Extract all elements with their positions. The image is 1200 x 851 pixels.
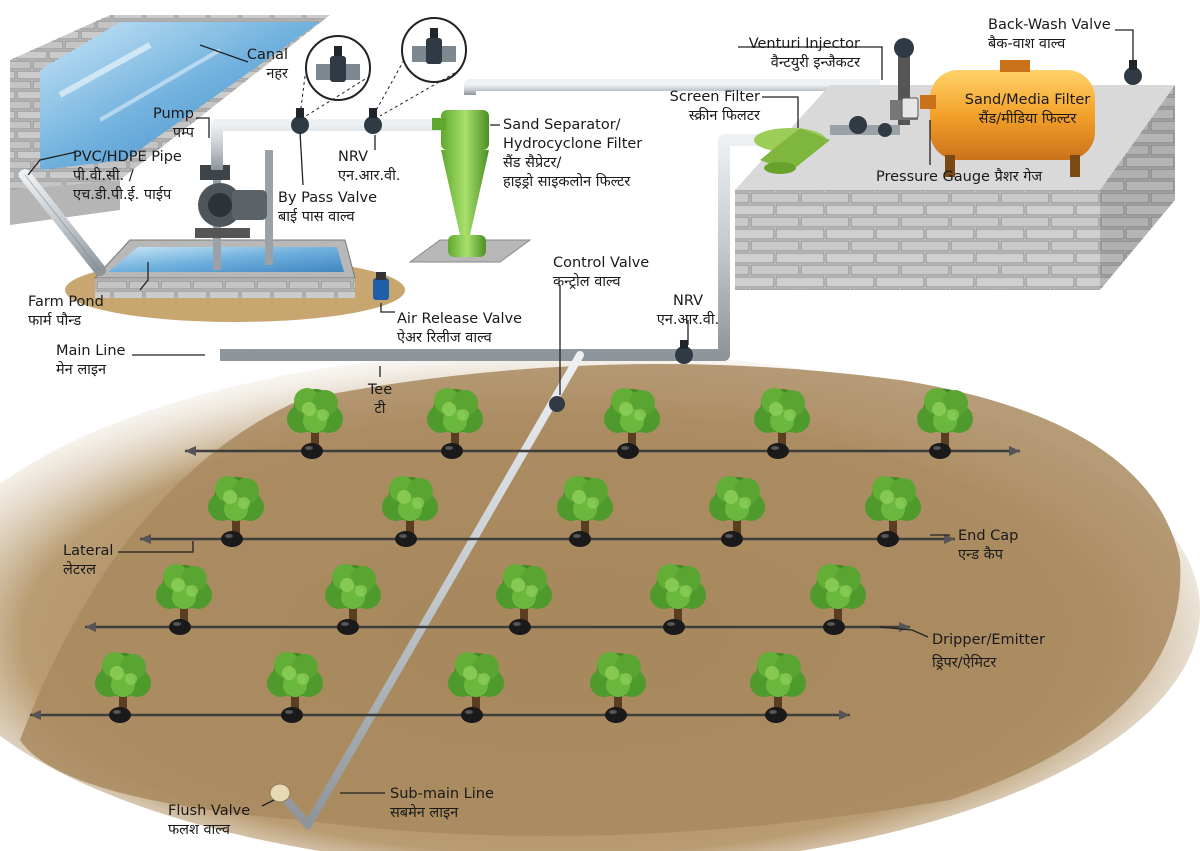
- hydrocyclone-filter: [408, 110, 532, 263]
- flush-valve: [269, 783, 291, 803]
- control-valve: [549, 396, 565, 412]
- air-release-valve: [373, 272, 389, 300]
- venturi-injector: [890, 38, 919, 125]
- sand-media-filter: [920, 60, 1095, 177]
- nrv-bottom-valve: [675, 340, 693, 364]
- farm-pond: [65, 239, 405, 322]
- leader-lines: [27, 29, 1134, 807]
- by-pass-valve: [291, 108, 309, 134]
- canal: [10, 15, 330, 225]
- screen-filter: [754, 128, 830, 174]
- nrv-top-valve: [364, 108, 382, 134]
- laterals: [30, 446, 1020, 720]
- pump: [195, 150, 273, 270]
- label-pressure-gauge: Pressure Gauge प्रैशर गेज: [876, 169, 1043, 185]
- platform-valves: [830, 116, 900, 137]
